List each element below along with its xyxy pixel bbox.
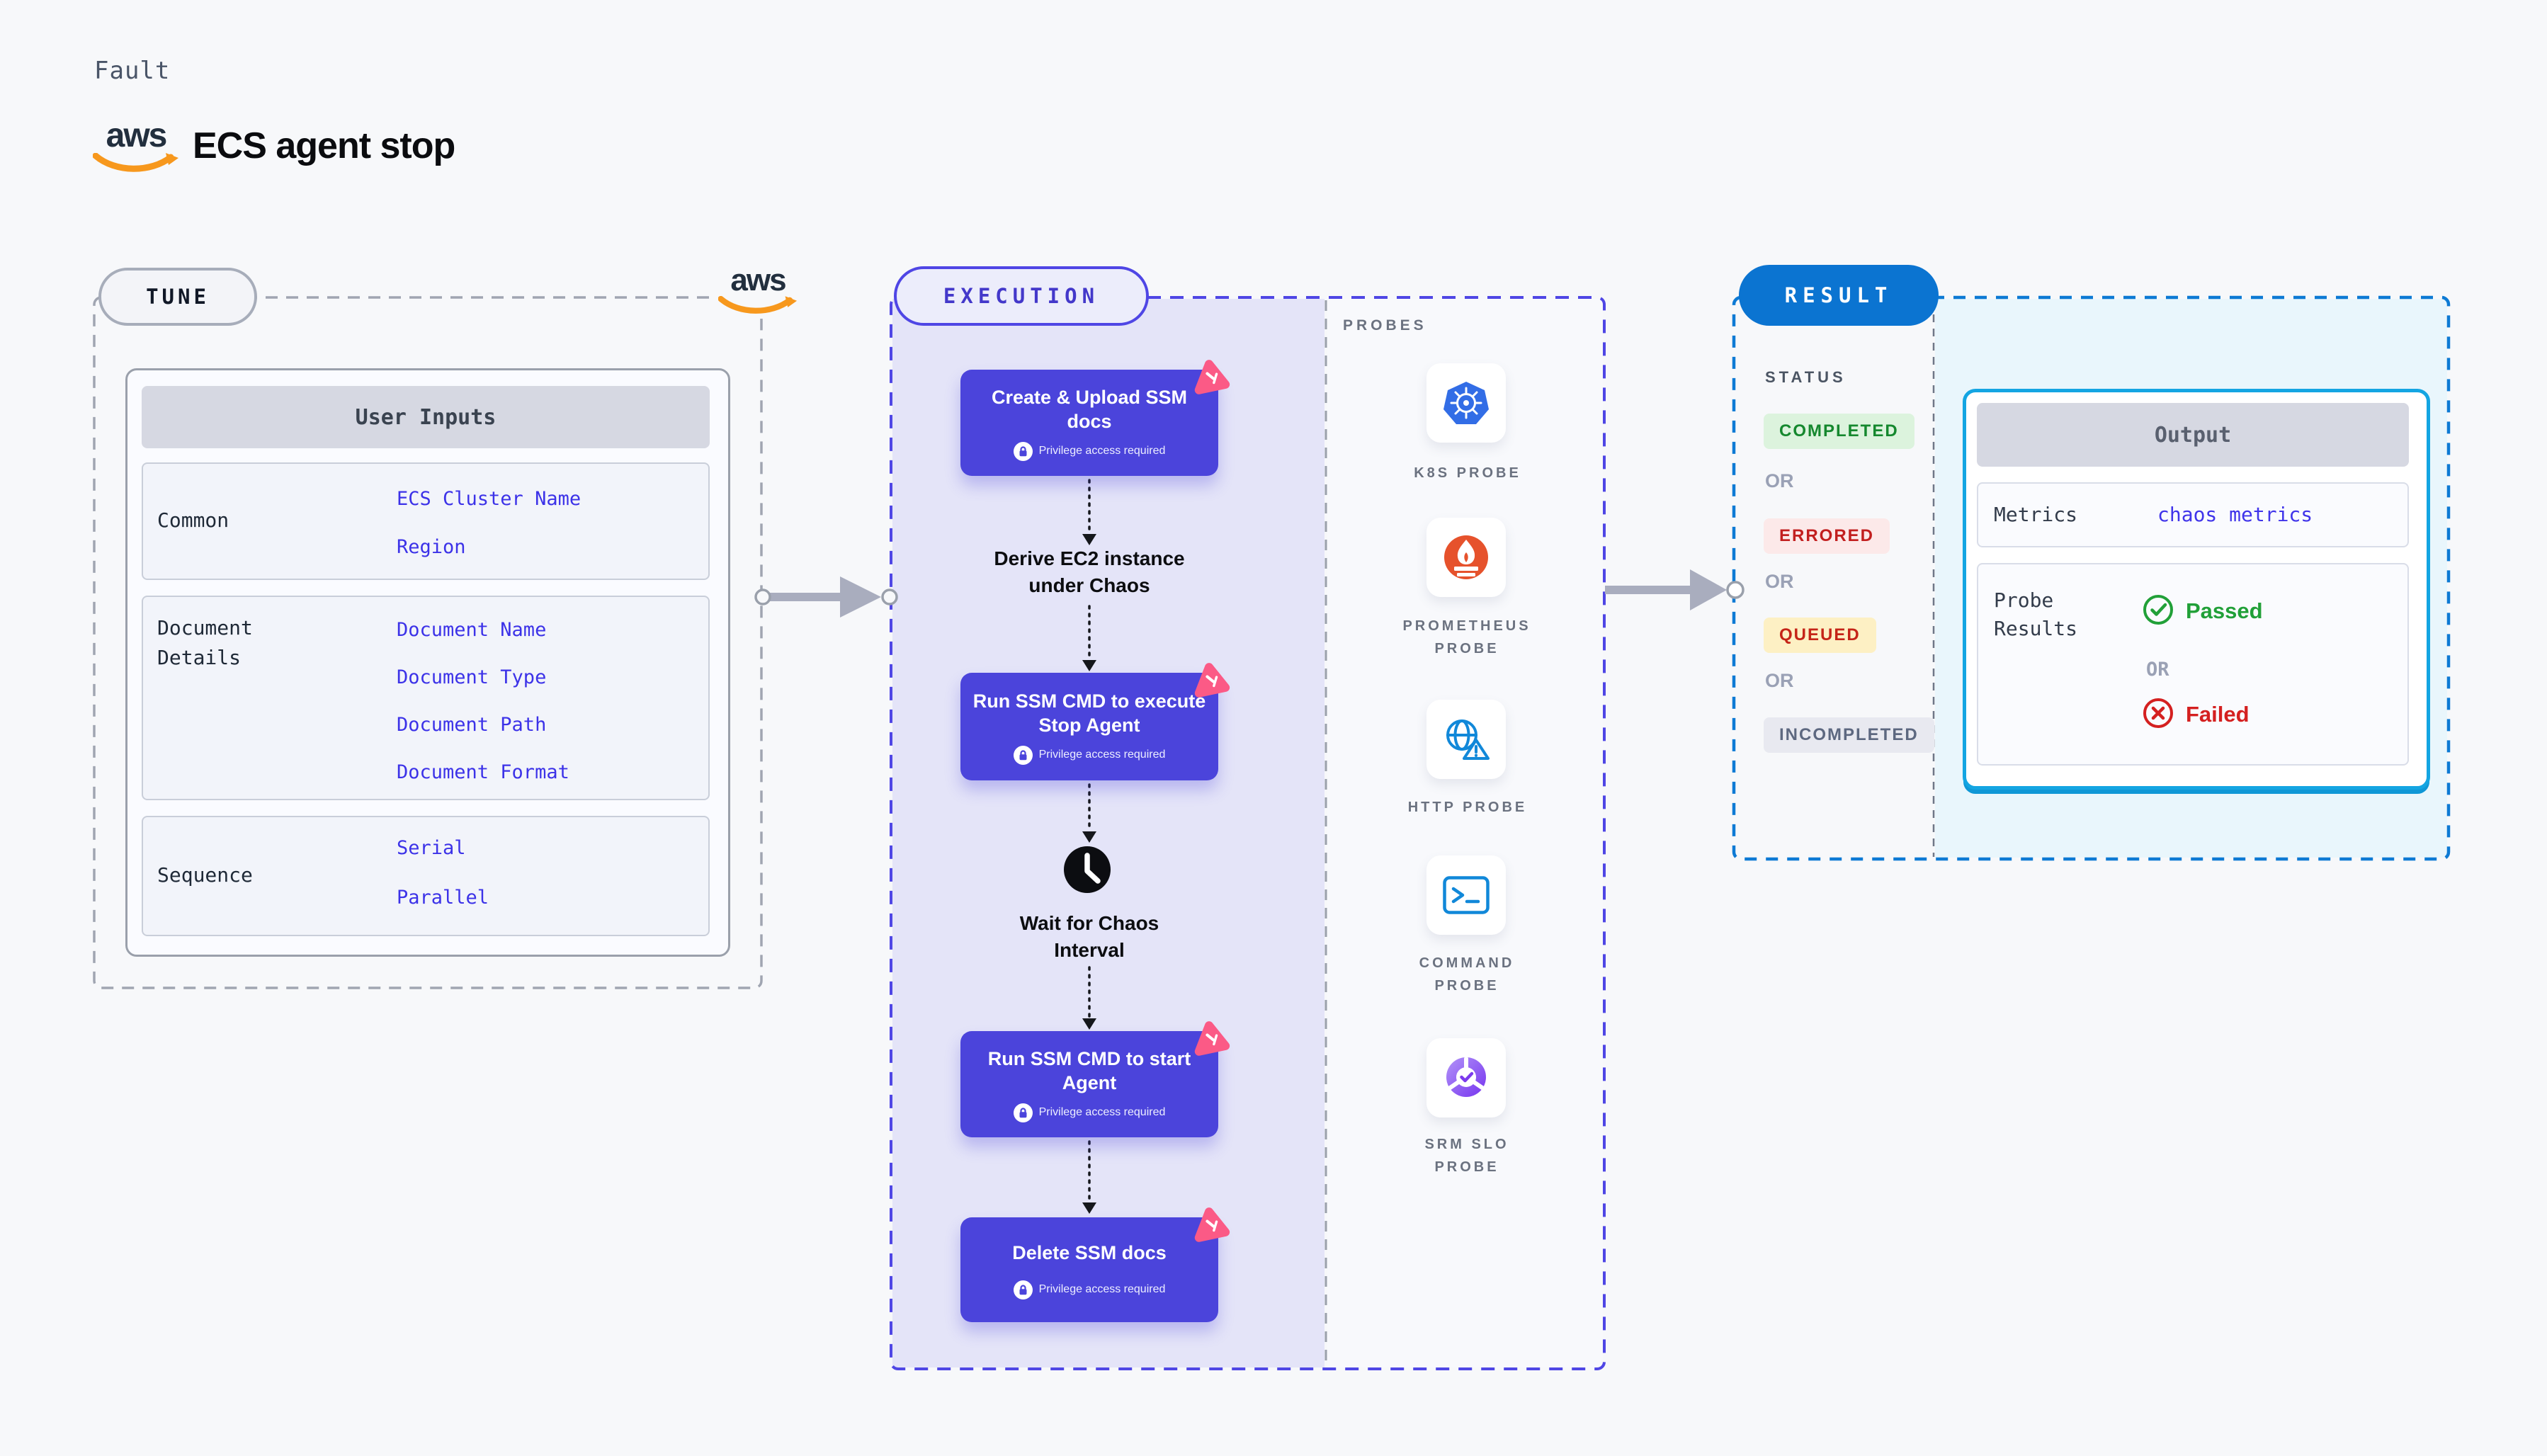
user-inputs-row-common [142, 462, 710, 580]
status-badge-completed: COMPLETED [1764, 414, 1914, 449]
passed-check-icon [2143, 595, 2173, 625]
probe-card-http [1426, 700, 1506, 779]
chaos-pinwheel-icon [1194, 360, 1230, 394]
user-inputs-row-sequence [142, 816, 710, 936]
task-title: Run SSM CMD to start Agent [987, 1047, 1191, 1093]
probe-card-k8s [1426, 363, 1506, 443]
task-delete-ssm-docs: Delete SSM docs Privilege access require… [960, 1207, 1230, 1322]
common-links: ECS Cluster Name Region [397, 475, 581, 571]
failed-cross-icon [2143, 698, 2173, 728]
terminal-icon [1443, 876, 1490, 914]
output-header: Output [1977, 403, 2409, 467]
status-badge-errored: ERRORED [1764, 518, 1890, 554]
probe-results-row [1977, 563, 2409, 766]
tune-section-badge: TUNE [98, 268, 257, 326]
probe-label-prometheus: PROMETHEUS PROBE [1402, 618, 1531, 656]
http-globe-icon [1446, 720, 1490, 760]
probe-label-k8s: K8S PROBE [1414, 465, 1521, 481]
privilege-note: Privilege access required [1013, 1280, 1166, 1299]
lock-icon [1013, 441, 1033, 461]
user-inputs-row-document-details [142, 596, 710, 800]
lock-icon [1013, 1103, 1033, 1122]
page-kicker: Fault [94, 57, 171, 85]
passed-label: Passed [2186, 598, 2263, 623]
failed-label: Failed [2186, 702, 2250, 727]
kubernetes-icon [1443, 382, 1489, 424]
aws-logo: aws [93, 119, 179, 176]
probe-card-srm-slo [1426, 1038, 1506, 1117]
link-serial[interactable]: Serial [397, 837, 466, 859]
aws-smile-icon [718, 296, 798, 314]
aws-smile-icon [93, 153, 178, 172]
status-heading: STATUS [1765, 368, 1847, 386]
aws-logo-text: aws [730, 263, 786, 297]
lock-icon [1013, 745, 1033, 765]
task-create-upload-ssm-docs: Create & Upload SSM docs Privilege acces… [960, 360, 1230, 476]
link-parallel[interactable]: Parallel [397, 887, 489, 909]
execution-section-badge: EXECUTION [894, 266, 1149, 326]
link-document-path[interactable]: Document Path [397, 714, 547, 736]
privilege-note-text: Privilege access required [1038, 749, 1166, 761]
aws-logo-text: aws [106, 117, 168, 154]
probe-label-command: COMMAND PROBE [1419, 955, 1515, 994]
link-region[interactable]: Region [397, 536, 466, 558]
chaos-pinwheel-icon [1194, 1207, 1230, 1242]
probe-label-http: HTTP PROBE [1407, 800, 1528, 815]
status-or-separator: OR [1765, 670, 1794, 691]
link-document-name[interactable]: Document Name [397, 619, 547, 641]
probe-card-command [1426, 855, 1506, 935]
task-title: Create & Upload SSM docs [991, 386, 1188, 432]
privilege-note-text: Privilege access required [1038, 445, 1166, 457]
privilege-note: Privilege access required [1013, 745, 1166, 765]
link-document-type[interactable]: Document Type [397, 666, 547, 688]
lock-icon [1013, 1280, 1033, 1299]
status-or-separator: OR [1765, 470, 1794, 491]
probe-card-prometheus [1426, 518, 1506, 597]
probe-results-label: Probe Results [1994, 588, 2078, 640]
aws-corner-logo: aws [711, 263, 805, 319]
row-label-common: Common [157, 508, 229, 532]
link-document-format[interactable]: Document Format [397, 761, 569, 783]
row-label-sequence: Sequence [157, 863, 253, 887]
privilege-note: Privilege access required [1013, 1103, 1166, 1122]
task-title: Run SSM CMD to execute Stop Agent [972, 690, 1206, 736]
metrics-row [1977, 482, 2409, 547]
metrics-label: Metrics [1994, 503, 2078, 526]
task-title: Delete SSM docs [1012, 1241, 1167, 1263]
privilege-note-text: Privilege access required [1038, 1283, 1166, 1295]
wait-clock-icon [1064, 846, 1111, 893]
prometheus-icon [1444, 535, 1488, 579]
status-or-separator: OR [1765, 571, 1794, 592]
wait-for-chaos-label: Wait for Chaos Interval [1019, 912, 1159, 961]
chaos-pinwheel-icon [1194, 663, 1230, 698]
result-section-badge: RESULT [1739, 265, 1939, 326]
row-label-document-details: Document Details [157, 616, 253, 669]
task-run-ssm-cmd-start-agent: Run SSM CMD to start Agent Privilege acc… [960, 1021, 1230, 1137]
page-title: ECS agent stop [193, 125, 455, 166]
link-ecs-cluster-name[interactable]: ECS Cluster Name [397, 488, 582, 510]
status-badge-incompleted: INCOMPLETED [1764, 717, 1934, 753]
task-run-ssm-cmd-stop-agent: Run SSM CMD to execute Stop Agent Privil… [960, 663, 1230, 780]
status-badge-queued: QUEUED [1764, 618, 1876, 653]
document-links: Document Name Document Type Document Pat… [397, 606, 569, 796]
probe-results-or-separator: OR [2146, 659, 2169, 681]
slo-pie-icon [1445, 1057, 1487, 1097]
chaos-pinwheel-icon [1194, 1021, 1230, 1056]
execution-region-background [892, 299, 1324, 1367]
chaos-metrics-link[interactable]: chaos metrics [2157, 503, 2313, 526]
privilege-note-text: Privilege access required [1038, 1106, 1166, 1118]
privilege-note: Privilege access required [1013, 441, 1166, 461]
sequence-links: Serial Parallel [397, 824, 489, 923]
probe-label-srm-slo: SRM SLO PROBE [1424, 1137, 1509, 1175]
user-inputs-header: User Inputs [142, 386, 710, 448]
derive-ec2-label: Derive EC2 instance under Chaos [994, 547, 1185, 596]
probes-heading: PROBES [1343, 317, 1427, 334]
probes-region-background [1327, 299, 1603, 1367]
